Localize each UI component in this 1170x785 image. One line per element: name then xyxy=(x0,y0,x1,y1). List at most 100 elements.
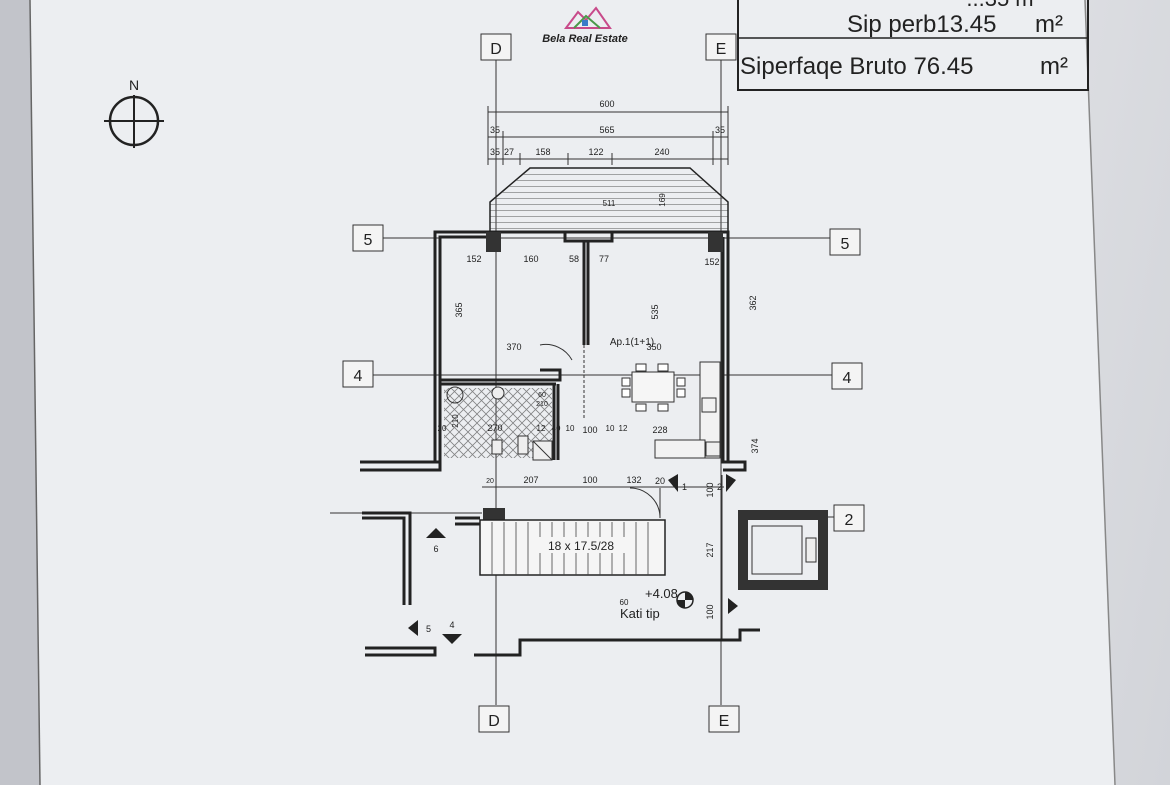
dim-r3: 58 xyxy=(569,254,579,264)
arrow-6-icon xyxy=(426,528,446,538)
dim-c9: 228 xyxy=(652,425,667,435)
section-arrows: 1 2 6 5 4 xyxy=(408,474,738,644)
dim-c4: 40 xyxy=(552,424,561,433)
shared-area-label: Sip perb13.45 xyxy=(847,11,996,38)
level-label: +4.08 xyxy=(645,586,678,601)
north-label: N xyxy=(129,77,139,93)
dim-h2: 535 xyxy=(650,304,660,319)
axis-tags: D E D E 5 5 4 4 2 xyxy=(342,33,865,733)
dim-e3: 132 xyxy=(626,475,641,485)
arrow-3-icon xyxy=(728,598,738,614)
dim-w2: 350 xyxy=(646,342,661,352)
arrow-1-icon xyxy=(668,474,678,492)
column-right xyxy=(708,232,723,252)
sheet-border-right xyxy=(1084,0,1116,785)
dim-b1: 60 xyxy=(538,392,546,399)
axis-4-left: 4 xyxy=(354,368,363,385)
arrow-2-label: 2 xyxy=(717,482,722,492)
door-swing xyxy=(539,343,573,361)
dim-e4: 20 xyxy=(655,476,665,486)
corridor-dimensions: 20 207 100 132 20 100 217 100 60 xyxy=(486,475,715,620)
interior-dimensions: 152 160 58 77 152 365 535 362 370 350 60… xyxy=(438,254,760,454)
gross-area-label: Siperfaqe Bruto 76.45 xyxy=(740,53,974,80)
arrow-2-icon xyxy=(726,474,736,492)
dim-r4: 77 xyxy=(599,254,609,264)
area-row-top: ...35 m xyxy=(966,0,1033,11)
axis-D-top: D xyxy=(490,41,502,58)
dim-h3: 362 xyxy=(748,295,758,310)
dim-r1: 152 xyxy=(466,254,481,264)
dim-e6: 217 xyxy=(705,542,715,557)
apartment-label: Ap.1(1+1) xyxy=(610,337,654,348)
dim-c3: 12 xyxy=(537,424,546,433)
dim-r5: 152 xyxy=(704,257,719,267)
sheet-border-left xyxy=(29,0,41,785)
watermark-logo: Bela Real Estate xyxy=(542,6,628,45)
arrow-5-icon xyxy=(408,620,418,636)
paper-shadow-left xyxy=(0,0,40,785)
arrow-6-label: 6 xyxy=(433,544,438,554)
dim-bath-height: 210 xyxy=(451,414,460,428)
dim-inner: 565 xyxy=(599,125,614,135)
axis-E-top: E xyxy=(716,41,727,58)
axis-5-left: 5 xyxy=(364,232,373,249)
stair-label: 18 x 17.5/28 xyxy=(548,539,614,553)
top-dimension-values: 600 565 35 35 35 27 158 122 240 xyxy=(490,99,725,157)
dim-d5: 240 xyxy=(654,147,669,157)
shared-area-unit: m² xyxy=(1035,11,1063,38)
dim-d1: 35 xyxy=(490,147,500,157)
level-marker: +4.08 Kati tip xyxy=(620,586,694,621)
dim-c1: 20 xyxy=(438,424,447,433)
axis-5-right: 5 xyxy=(841,236,850,253)
dim-r2: 160 xyxy=(523,254,538,264)
dim-h1: 365 xyxy=(454,302,464,317)
kitchen-counter xyxy=(654,361,721,459)
arrow-1-label: 1 xyxy=(682,482,687,492)
column-stair xyxy=(483,508,505,522)
lift-shaft xyxy=(738,510,828,590)
dim-wall-left: 35 xyxy=(490,125,500,135)
dim-e7: 100 xyxy=(705,604,715,619)
dining-table-icon xyxy=(621,363,686,412)
axis-D-bottom: D xyxy=(488,713,500,730)
dim-overall: 600 xyxy=(599,99,614,109)
dim-e5: 100 xyxy=(705,482,715,497)
dim-e8: 60 xyxy=(620,598,629,607)
dim-balcony-depth: 169 xyxy=(658,193,667,207)
floor-label: Kati tip xyxy=(620,606,660,621)
gross-area-unit: m² xyxy=(1040,53,1068,80)
dim-d4: 122 xyxy=(588,147,603,157)
arrow-4-icon xyxy=(442,634,462,644)
watermark-text: Bela Real Estate xyxy=(542,33,628,45)
dim-c5: 10 xyxy=(566,424,575,433)
staircase: 18 x 17.5/28 xyxy=(479,519,666,576)
dim-c8: 12 xyxy=(619,424,628,433)
arrow-5-label: 5 xyxy=(426,624,431,634)
north-arrow-icon: N xyxy=(104,77,164,148)
axis-2-right: 2 xyxy=(845,512,854,529)
arrow-4-label: 4 xyxy=(449,620,454,630)
axis-E-bottom: E xyxy=(719,713,730,730)
dim-c7: 10 xyxy=(606,424,615,433)
apartment-walls xyxy=(360,230,747,526)
dim-balcony-length: 511 xyxy=(603,199,616,208)
paper-sheet xyxy=(30,0,1115,785)
dim-d3: 158 xyxy=(535,147,550,157)
dim-e1: 207 xyxy=(523,475,538,485)
top-dimension-lines xyxy=(487,106,729,165)
dim-w1: 370 xyxy=(506,342,521,352)
common-corridor-walls xyxy=(362,511,760,657)
column-left xyxy=(486,232,501,252)
axis-4-right: 4 xyxy=(843,370,852,387)
dim-v1: 374 xyxy=(750,438,760,453)
area-table: ...35 m Sip perb13.45 m² Siperfaqe Bruto… xyxy=(737,0,1089,91)
dim-c2: 270 xyxy=(487,423,502,433)
balcony: 511 169 xyxy=(489,167,729,233)
dim-corr-20: 20 xyxy=(486,478,494,485)
dim-c6: 100 xyxy=(582,425,597,435)
dim-d2: 27 xyxy=(504,147,514,157)
bathroom: 210 xyxy=(444,386,553,461)
dim-wall-right: 35 xyxy=(715,125,725,135)
